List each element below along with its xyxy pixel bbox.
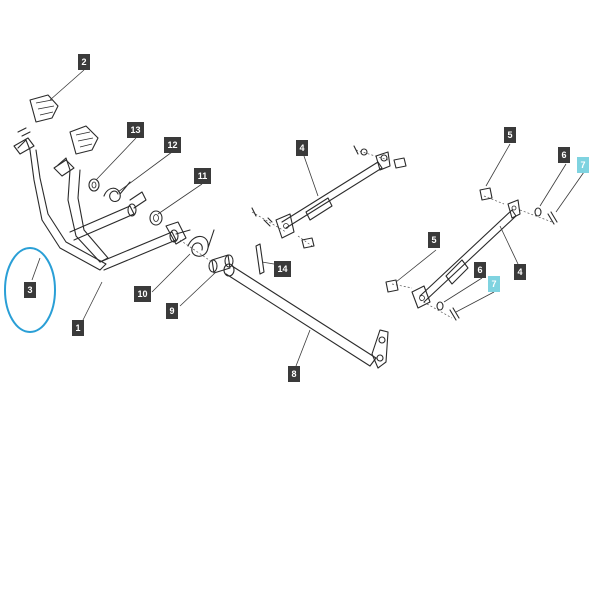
- lever-bracket[interactable]: [165, 221, 187, 245]
- svg-text:11: 11: [198, 171, 208, 181]
- small-hardware: [88, 178, 215, 257]
- svg-text:7: 7: [491, 279, 496, 289]
- callout-10[interactable]: 10: [134, 286, 151, 302]
- svg-text:10: 10: [137, 289, 147, 299]
- selection-ring: [4, 247, 56, 333]
- svg-text:12: 12: [167, 140, 177, 150]
- pedal-arm-right[interactable]: [57, 157, 109, 263]
- callout-7-upper[interactable]: 7: [577, 157, 589, 173]
- callout-6-upper[interactable]: 6: [558, 147, 570, 163]
- brake-rod-middle[interactable]: [251, 145, 407, 249]
- callout-4-right[interactable]: 4: [514, 264, 526, 280]
- bushing-and-pin: [208, 243, 265, 275]
- leader-lines: [31, 69, 585, 367]
- svg-text:4: 4: [299, 143, 304, 153]
- svg-text:14: 14: [277, 264, 287, 274]
- callout-1[interactable]: 1: [72, 320, 84, 336]
- callouts: 2 13 12 11 3 10 1 9: [24, 54, 589, 382]
- callout-9[interactable]: 9: [166, 303, 178, 319]
- callout-8[interactable]: 8: [288, 366, 300, 382]
- svg-text:4: 4: [517, 267, 522, 277]
- callout-5-lower[interactable]: 5: [428, 232, 440, 248]
- spring-10[interactable]: [187, 229, 215, 257]
- pedal-arm-left[interactable]: [17, 139, 107, 271]
- pedal-pad-lower[interactable]: [69, 125, 99, 155]
- svg-text:13: 13: [130, 125, 140, 135]
- pedal-pad-upper[interactable]: [29, 94, 59, 123]
- callout-5-upper[interactable]: 5: [504, 127, 516, 143]
- washer-6-upper[interactable]: [534, 207, 542, 217]
- svg-text:1: 1: [75, 323, 80, 333]
- pedal-shaft-lower[interactable]: [99, 231, 177, 271]
- clevis-pin-5-lower[interactable]: [385, 279, 399, 293]
- brake-rod-right[interactable]: [385, 187, 558, 321]
- svg-text:8: 8: [291, 369, 296, 379]
- callout-13[interactable]: 13: [127, 122, 144, 138]
- cross-shaft-8[interactable]: [223, 263, 389, 369]
- svg-text:7: 7: [580, 160, 585, 170]
- svg-text:6: 6: [561, 150, 566, 160]
- svg-text:3: 3: [27, 285, 32, 295]
- callout-2[interactable]: 2: [78, 54, 90, 70]
- svg-text:6: 6: [477, 265, 482, 275]
- svg-text:5: 5: [431, 235, 436, 245]
- callout-4-middle[interactable]: 4: [296, 140, 308, 156]
- callout-14[interactable]: 14: [274, 261, 291, 277]
- washer-13[interactable]: [88, 178, 100, 192]
- cotter-pin-7-upper[interactable]: [547, 211, 558, 225]
- cotter-pin-7-lower[interactable]: [449, 307, 460, 321]
- bushing-9[interactable]: [211, 254, 231, 274]
- pedal-assembly: [13, 94, 179, 271]
- clevis-pin-5-upper[interactable]: [479, 187, 493, 201]
- callout-11[interactable]: 11: [194, 168, 211, 184]
- washer-11[interactable]: [149, 210, 163, 226]
- washer-6-lower[interactable]: [436, 301, 444, 311]
- pedal-shaft-upper[interactable]: [69, 205, 135, 241]
- spring-12[interactable]: [103, 181, 131, 203]
- svg-text:2: 2: [81, 57, 86, 67]
- svg-text:5: 5: [507, 130, 512, 140]
- callout-7-lower[interactable]: 7: [488, 276, 500, 292]
- callout-3[interactable]: 3: [24, 282, 36, 298]
- callout-6-lower[interactable]: 6: [474, 262, 486, 278]
- svg-text:9: 9: [169, 306, 174, 316]
- callout-12[interactable]: 12: [164, 137, 181, 153]
- pin-14[interactable]: [255, 243, 265, 275]
